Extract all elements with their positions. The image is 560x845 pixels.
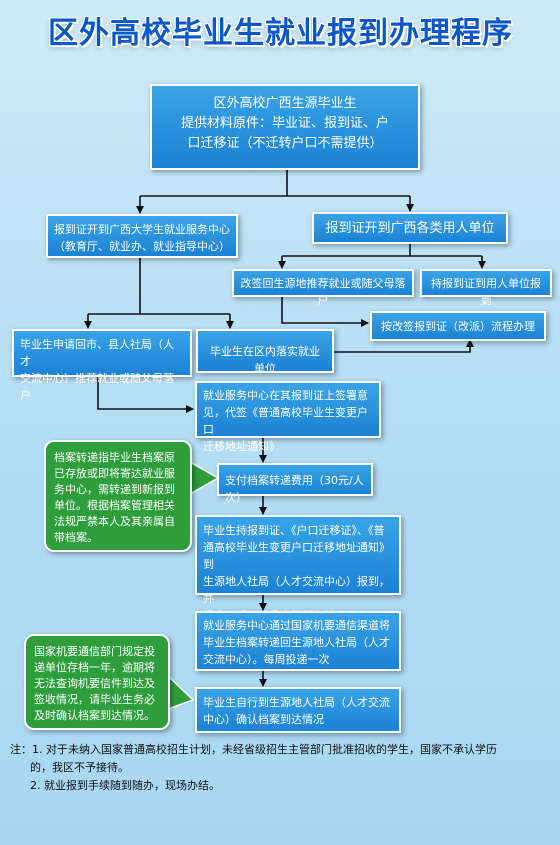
node-resign-flow: 按改签报到证（改派）流程办理 xyxy=(370,311,546,341)
callout-mail-note: 国家机要通信部门规定投 递单位存档一年，逾期将 无法查询机要信件到达及 签收情况… xyxy=(24,634,170,730)
arrow-gx-split xyxy=(88,256,230,315)
node-pay-fee: 支付档案转递费用（30元/人次） xyxy=(217,463,373,504)
arrow-home-to-resign-flow xyxy=(281,295,369,327)
node-in-region-unit: 毕业生在区内落实就业单位 xyxy=(196,329,334,375)
node-transfer-archive: 就业服务中心通过国家机要通信渠道将 毕业生档案转递回生源地人社局（人才 交流中心… xyxy=(195,611,401,671)
node-service-sign: 就业服务中心在其报到证上签署意 见，代签《普通高校毕业生变更户口 迁移地址通知》 xyxy=(195,381,381,453)
callout-archive-note: 档案转递指毕业生档案原 已存放或即将寄达就业服 务中心，需转递到新报到 单位。根… xyxy=(44,440,192,552)
node-start: 区外高校广西生源毕业生 提供材料原件：毕业证、报到证、户 口迁移证（不迁转户口不… xyxy=(150,84,420,170)
footnote-1-cont: 的，我区不予接待。 xyxy=(30,761,129,774)
node-hold-docs: 毕业生持报到证、《户口迁移证》、《普 通高校毕业生变更户口迁移地址通知》到 生源… xyxy=(195,515,401,622)
arrow-employer-split xyxy=(282,243,482,257)
node-county-bureau: 毕业生申请回市、县人社局（人才 交流中心）推荐就业或随父母落户 xyxy=(12,329,192,402)
node-employer: 报到证开到广西各类用人单位 xyxy=(312,212,508,244)
node-report-employer: 持报到证到用人单位报到 xyxy=(420,269,552,307)
footnotes: 注：1. 对于未纳入国家普通高校招生计划，未经省级招生主管部门批准招收的学生，国… xyxy=(10,741,555,795)
node-resign-home: 改签回生源地推荐就业或随父母落户 xyxy=(232,269,414,307)
callout-pointer-archive xyxy=(189,460,220,496)
node-gx-center: 报到证开到广西大学生就业服务中心 （教育厅、就业办、就业指导中心） xyxy=(46,214,238,258)
footnote-2: 2. 就业报到手续随到随办，现场办结。 xyxy=(30,779,220,792)
footnote-1: 注：1. 对于未纳入国家普通高校招生计划，未经省级招生主管部门批准招收的学生，国… xyxy=(10,743,497,756)
arrow-county-to-service xyxy=(97,376,194,413)
arrow-unit-to-resign-flow xyxy=(333,339,474,353)
page-title: 区外高校毕业生就业报到办理程序 xyxy=(48,16,513,51)
arrow-start-split xyxy=(140,168,410,197)
node-confirm: 毕业生自行到生源地人社局（人才交流 中心）确认档案到达情况 xyxy=(195,687,401,733)
